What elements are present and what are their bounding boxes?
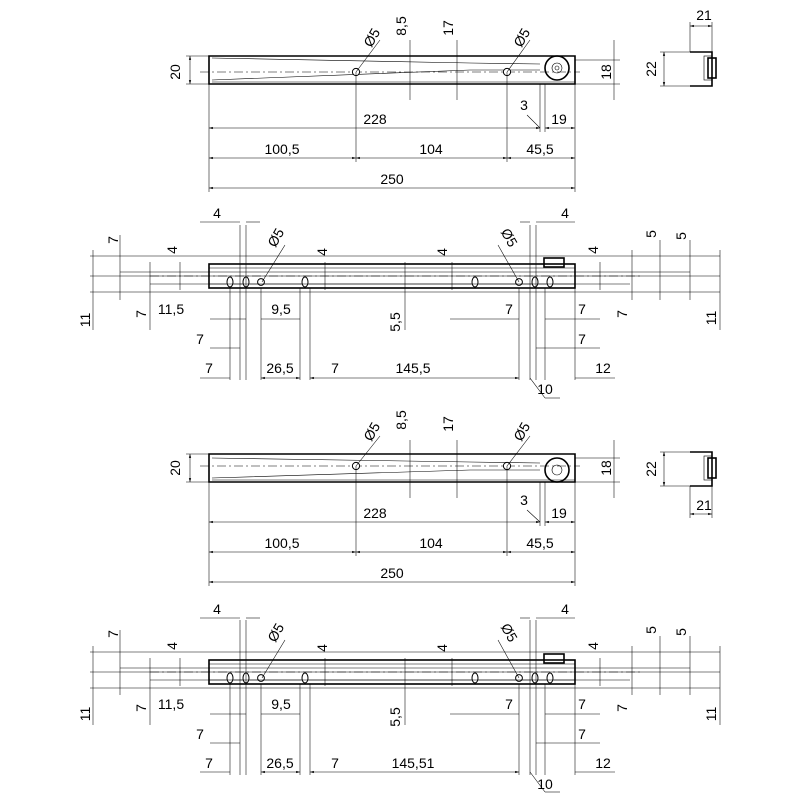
roller-wheel xyxy=(544,457,570,483)
dim-label: 5 xyxy=(673,232,689,240)
dim-label: 104 xyxy=(419,535,443,551)
dim-label: 10 xyxy=(537,381,553,397)
dim-label: 10 xyxy=(537,776,553,792)
dim-label: 7 xyxy=(133,704,149,712)
dim-label: Ø5 xyxy=(264,225,287,249)
plan-view-top: 4 7 4 Ø5 4 4 Ø5 4 4 5 5 11 7 11,5 9,5 5,… xyxy=(77,205,721,399)
dim-label: 5 xyxy=(643,230,659,238)
dim-label: 17 xyxy=(440,416,456,432)
dim-label: 8,5 xyxy=(393,16,409,36)
dim-label: 26,5 xyxy=(266,360,293,376)
plan-view-bottom: 4 7 4 Ø5 4 4 Ø5 4 4 5 5 11 7 11,5 9,5 5,… xyxy=(77,601,721,793)
dim-label: 7 xyxy=(331,360,339,376)
dim-label: 100,5 xyxy=(264,535,299,551)
side-view-top: 20 Ø5 8,5 17 Ø5 18 228 3 19 100,5 104 45… xyxy=(167,16,620,192)
dim-label: 5,5 xyxy=(387,312,403,332)
dim-label: 18 xyxy=(598,64,614,80)
dim-label: 45,5 xyxy=(526,141,553,157)
dim-label: 7 xyxy=(578,696,586,712)
dim-label: 4 xyxy=(561,601,569,617)
dim-label: Ø5 xyxy=(510,419,533,443)
dim-label: 7 xyxy=(105,236,121,244)
dim-label: 7 xyxy=(578,726,586,742)
dim-label: 250 xyxy=(380,171,404,187)
dim-label: 145,51 xyxy=(392,755,435,771)
dim-label: 100,5 xyxy=(264,141,299,157)
dim-label: 4 xyxy=(434,644,450,652)
dim-label: 11 xyxy=(703,707,719,722)
dim-label: 4 xyxy=(213,601,221,617)
dim-label: Ø5 xyxy=(498,620,521,644)
dim-label: 11,5 xyxy=(158,696,184,712)
dim-label: 7 xyxy=(505,301,513,317)
dim-label: 4 xyxy=(561,205,569,221)
dim-label: 250 xyxy=(380,565,404,581)
dim-label: 7 xyxy=(614,310,630,318)
dim-label: 7 xyxy=(614,704,630,712)
dim-label: Ø5 xyxy=(264,620,287,644)
dim-label: 7 xyxy=(505,696,513,712)
dim-label: 22 xyxy=(643,461,659,477)
dim-label: 104 xyxy=(419,141,443,157)
dim-label: 17 xyxy=(440,20,456,36)
roller-wheel xyxy=(544,55,570,81)
dim-label: 5,5 xyxy=(387,707,403,727)
dim-label: 21 xyxy=(696,7,712,23)
dim-label: Ø5 xyxy=(510,25,533,49)
dim-label: 7 xyxy=(205,755,213,771)
end-view-top: 21 22 xyxy=(643,7,717,87)
dim-label: 7 xyxy=(196,331,204,347)
dim-label: 7 xyxy=(578,331,586,347)
dim-label: 7 xyxy=(578,301,586,317)
dim-label: 3 xyxy=(520,97,528,113)
dim-label: 4 xyxy=(434,248,450,256)
dim-label: Ø5 xyxy=(360,419,383,443)
dim-label: 11 xyxy=(77,313,93,328)
side-view-bottom: 20 Ø5 8,5 17 Ø5 18 228 3 19 100,5 104 45… xyxy=(167,410,620,586)
dim-label: 228 xyxy=(363,111,387,127)
dim-label: 22 xyxy=(643,61,659,77)
dim-label: 7 xyxy=(196,726,204,742)
dim-label: Ø5 xyxy=(360,25,383,49)
dim-label: 145,5 xyxy=(395,360,430,376)
dim-label: 4 xyxy=(314,644,330,652)
dim-label: 26,5 xyxy=(266,755,293,771)
dim-label: 4 xyxy=(164,246,180,254)
dim-label: 19 xyxy=(551,505,567,521)
dim-label: 4 xyxy=(585,246,601,254)
dim-label: 228 xyxy=(363,505,387,521)
dim-label: 20 xyxy=(167,64,183,80)
dim-label: 5 xyxy=(643,626,659,634)
dim-label: 19 xyxy=(551,111,567,127)
dim-label: 3 xyxy=(520,492,528,508)
dim-label: 11,5 xyxy=(158,301,184,317)
dim-label: 12 xyxy=(595,755,611,771)
dim-label: 4 xyxy=(213,205,221,221)
dim-label: 7 xyxy=(105,630,121,638)
dim-label: 7 xyxy=(331,755,339,771)
dim-label: 4 xyxy=(164,642,180,650)
dim-label: 7 xyxy=(133,310,149,318)
dim-label: 8,5 xyxy=(393,410,409,430)
end-view-bottom: 21 22 xyxy=(643,451,717,518)
dim-label: 4 xyxy=(585,642,601,650)
dim-label: 12 xyxy=(595,360,611,376)
dim-label: 5 xyxy=(673,628,689,636)
dim-label: 7 xyxy=(205,360,213,376)
dim-label: 11 xyxy=(77,707,93,722)
dim-label: 21 xyxy=(696,497,712,513)
dim-label: 9,5 xyxy=(271,696,291,712)
dim-label: 45,5 xyxy=(526,535,553,551)
dim-label: 11 xyxy=(703,311,719,326)
dim-label: Ø5 xyxy=(498,225,521,249)
dim-label: 4 xyxy=(314,248,330,256)
dim-label: 20 xyxy=(167,460,183,476)
dim-label: 9,5 xyxy=(271,301,291,317)
dim-label: 18 xyxy=(598,460,614,476)
